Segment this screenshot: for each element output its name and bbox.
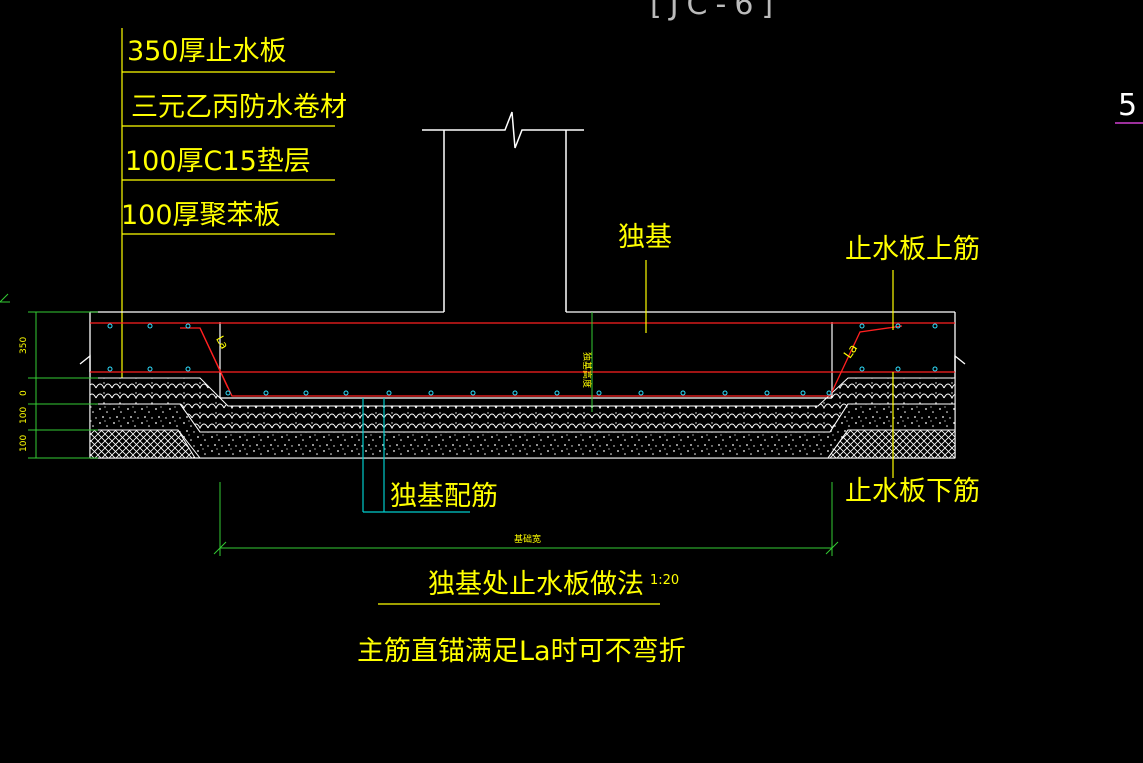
top-rebar-label: 止水板上筋 <box>845 234 980 265</box>
rebar-dot <box>800 390 806 396</box>
rebar-dot <box>470 390 476 396</box>
rebar-dot <box>554 390 560 396</box>
detail-note: 主筋直锚满足Lа时可不弯折 <box>357 636 686 667</box>
rebar-dot <box>263 390 269 396</box>
rebar-dot <box>722 390 728 396</box>
rebar-dot <box>859 366 865 372</box>
rebar-dot <box>147 323 153 329</box>
legend-layer-2: 三元乙丙防水卷材 <box>131 92 347 123</box>
anchor-label-left: La <box>213 334 231 352</box>
rebar-dot <box>343 390 349 396</box>
rebar-dot <box>147 366 153 372</box>
polystyrene-board-left <box>89 429 196 459</box>
rebar-lines <box>90 322 955 397</box>
rebar-dot <box>596 390 602 396</box>
legend-layer-3: 100厚C15垫层 <box>125 146 311 177</box>
bottom-rebar-label: 止水板下筋 <box>845 476 980 507</box>
layer-legend: 350厚止水板 三元乙丙防水卷材 100厚C15垫层 100厚聚苯板 <box>121 28 347 445</box>
column-stub <box>422 111 584 312</box>
rebar-dot <box>185 366 191 372</box>
anchor-label-right: La <box>841 341 861 361</box>
foundation-rebar-leader <box>362 398 470 513</box>
foundation-rebar-label: 独基配筋 <box>390 481 498 512</box>
thickness-label-2: 0 <box>19 390 29 396</box>
thickness-label-4: 100 <box>19 435 29 452</box>
detail-scale: 1:20 <box>650 573 679 588</box>
rebar-dot <box>638 390 644 396</box>
rebar-dot <box>428 390 434 396</box>
rebar-dot <box>107 323 113 329</box>
rebar-dot <box>107 366 113 372</box>
rebar-dot <box>680 390 686 396</box>
rebar-dot <box>512 390 518 396</box>
polystyrene-board-right <box>827 429 956 459</box>
thickness-dimension <box>0 293 98 459</box>
rebar-dot <box>932 323 938 329</box>
thickness-label-1: 350 <box>19 337 29 354</box>
rebar-dots <box>107 323 938 396</box>
width-dimension <box>213 482 839 556</box>
foundation-pit-outline <box>219 322 833 399</box>
rebar-dot <box>932 366 938 372</box>
foundation-depth-label: 独基高度 <box>581 352 593 388</box>
rebar-dot <box>895 366 901 372</box>
rebar-dot <box>225 390 231 396</box>
rebar-dot <box>386 390 392 396</box>
width-label: 基础宽 <box>514 533 541 545</box>
foundation-label: 独基 <box>618 222 672 253</box>
edge-label: 5 <box>1118 88 1137 123</box>
rebar-dot <box>764 390 770 396</box>
rebar-dot <box>185 323 191 329</box>
rebar-dot <box>303 390 309 396</box>
rebar-dot <box>826 390 832 396</box>
detail-title: 独基处止水板做法 <box>428 569 644 600</box>
rebar-dot <box>895 323 901 329</box>
thickness-label-3: 100 <box>19 407 29 424</box>
rebar-dot <box>859 323 865 329</box>
legend-layer-4: 100厚聚苯板 <box>121 200 281 231</box>
legend-layer-1: 350厚止水板 <box>127 36 287 67</box>
top-clip-label: [JC-6] <box>650 0 781 22</box>
